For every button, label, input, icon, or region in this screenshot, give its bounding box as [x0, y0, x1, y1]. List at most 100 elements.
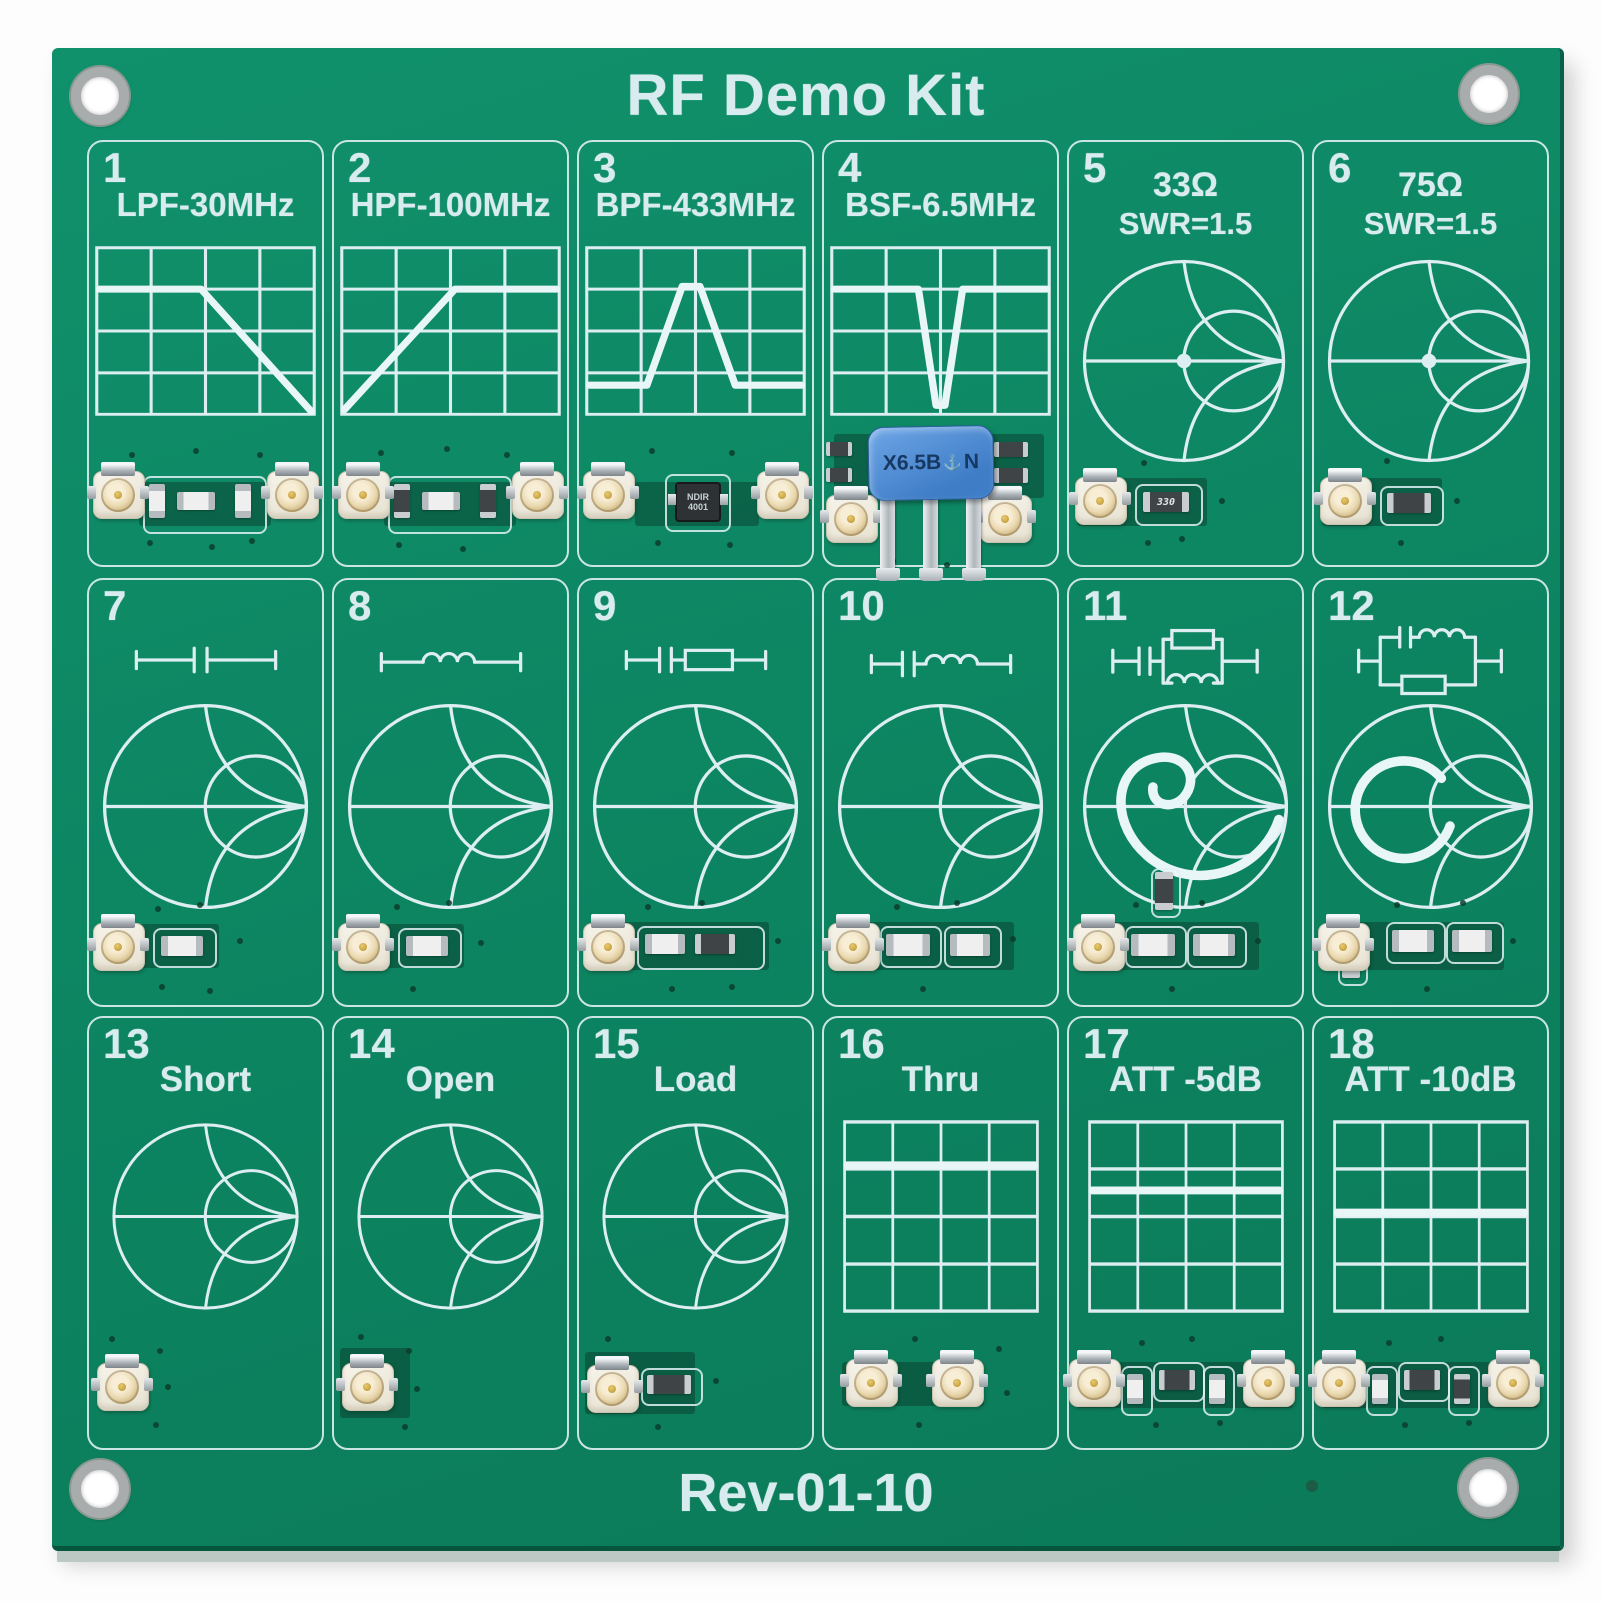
via: [655, 540, 661, 546]
cell-label: ATT -10dB: [1344, 1060, 1517, 1099]
cell-17-att-5db: 17 ATT -5dB: [1063, 1016, 1304, 1450]
ufl-connector: [1237, 1350, 1299, 1408]
smd-capacitor: [1131, 934, 1175, 956]
manufacturer-logo-icon: ⚓: [943, 454, 963, 472]
series-inductor-schematic: [379, 651, 523, 673]
via: [1010, 936, 1016, 942]
smd-resistor: [1209, 1374, 1225, 1404]
ufl-connector: [581, 1356, 643, 1414]
ufl-connector: [926, 1350, 988, 1408]
via: [153, 1422, 159, 1428]
via: [249, 538, 255, 544]
ufl-connector: [840, 1350, 902, 1408]
smd-resistor: [1387, 493, 1431, 513]
ufl-connector: [1063, 1350, 1125, 1408]
bsf-response-graph: [830, 246, 1051, 416]
via: [1189, 1336, 1195, 1342]
smith-chart: [602, 1123, 789, 1310]
smith-chart: [357, 1123, 544, 1310]
via: [129, 452, 135, 458]
silkscreen-outline: [1203, 1366, 1235, 1416]
silkscreen-outline: [1121, 1366, 1153, 1416]
via: [378, 450, 384, 456]
via: [358, 1334, 364, 1340]
att5-response-grid: [1088, 1120, 1284, 1313]
ufl-connector: [822, 914, 884, 972]
smd-capacitor: [235, 484, 251, 518]
series-rc-schematic: [624, 646, 768, 674]
cell-5-33ohm: 5 33Ω SWR=1.5 330: [1067, 140, 1304, 567]
via: [1466, 1420, 1472, 1426]
via: [1510, 938, 1516, 944]
cell-number: 12: [1328, 582, 1375, 629]
silkscreen-outline: [398, 928, 462, 968]
cell-18-att-10db: 18 ATT -10dB: [1308, 1016, 1549, 1450]
cell-4-bsf: 4 BSF-6.5MHz X6.5B⚓N: [820, 140, 1059, 581]
via: [699, 900, 705, 906]
via: [1424, 986, 1430, 992]
ufl-connector: [820, 486, 882, 544]
via: [155, 906, 161, 912]
ufl-connector: [1314, 468, 1376, 526]
smd-inductor: [406, 936, 448, 956]
via: [1402, 1422, 1408, 1428]
silkscreen-outline: [1446, 922, 1504, 964]
ceramic-filter-body: X6.5B⚓N: [867, 424, 995, 502]
cell-13-short: 13 Short: [87, 1016, 324, 1450]
smith-chart: [347, 703, 554, 910]
ufl-connector: [1482, 1350, 1544, 1408]
ufl-connector: [336, 1354, 398, 1412]
cell-label: HPF-100MHz: [350, 186, 551, 223]
via: [460, 546, 466, 552]
hpf-response-graph: [340, 246, 561, 416]
smd-capacitor: [1392, 930, 1434, 952]
ufl-connector: [332, 914, 394, 972]
smd-capacitor: [886, 934, 930, 956]
via: [1169, 986, 1175, 992]
board-title: RF Demo Kit: [626, 63, 986, 128]
cell-number: 1: [103, 144, 127, 191]
ufl-connector: [1069, 468, 1131, 526]
cell-label: LPF-30MHz: [116, 186, 295, 223]
via: [257, 452, 263, 458]
via: [159, 984, 165, 990]
smd-inductor: [177, 492, 215, 510]
cell-2-hpf: 2 HPF-100MHz: [332, 140, 569, 567]
via: [713, 1378, 719, 1384]
cell-8-series-l: 8: [332, 578, 569, 1007]
mounting-hole-bottom-right: [1459, 1459, 1517, 1517]
silkscreen-outline: [665, 474, 731, 532]
cell-1-lpf: 1 LPF-30MHz: [87, 140, 324, 567]
cell-label: Thru: [901, 1060, 980, 1099]
ufl-connector: [577, 462, 639, 520]
mounting-hole-bottom-left: [71, 1460, 129, 1518]
smd-capacitor: [149, 484, 165, 518]
cell-14-open: 14 Open: [332, 1016, 569, 1450]
via: [1306, 1480, 1318, 1492]
smith-chart: [102, 703, 309, 910]
cell-label: 75Ω: [1397, 166, 1464, 204]
via: [655, 1424, 661, 1430]
silkscreen-outline: [153, 928, 217, 968]
cell-number: 17: [1083, 1020, 1130, 1067]
via: [1004, 1390, 1010, 1396]
smith-chart-with-trace: [1082, 703, 1289, 910]
via: [729, 984, 735, 990]
cell-number: 11: [1083, 582, 1128, 629]
ceramic-filter-component: X6.5B⚓N: [867, 424, 995, 590]
ufl-connector: [87, 462, 149, 520]
ufl-connector: [332, 462, 394, 520]
via: [996, 1346, 1002, 1352]
cell-number: 9: [593, 582, 617, 629]
via: [444, 446, 450, 452]
cell-number: 6: [1328, 144, 1352, 191]
via: [402, 1424, 408, 1430]
via: [157, 1348, 163, 1354]
smd-resistor: [1372, 1374, 1388, 1404]
cell-number: 4: [838, 144, 862, 191]
smd-resistor: [1155, 872, 1173, 910]
lpf-response-graph: [95, 246, 316, 416]
cell-label: Short: [159, 1060, 252, 1099]
via: [109, 1336, 115, 1342]
via: [478, 940, 484, 946]
